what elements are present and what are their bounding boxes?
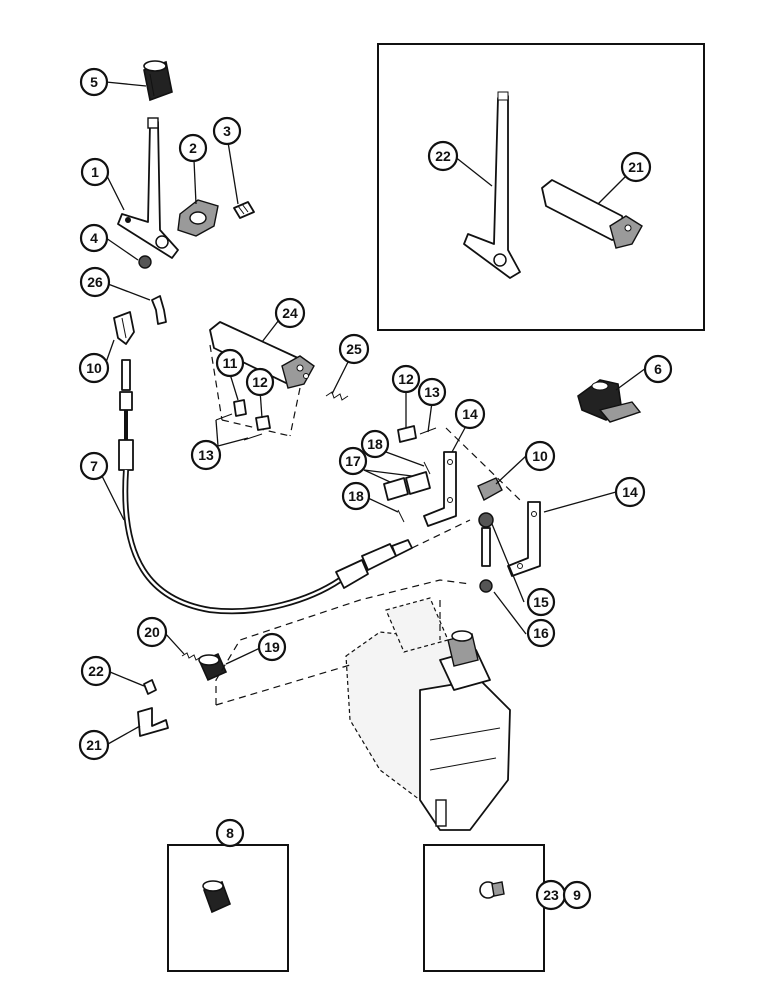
callout-21-lower: 21 <box>78 729 110 761</box>
bolt-part <box>233 201 255 219</box>
knob-part-19 <box>198 652 228 682</box>
callout-10-lower: 10 <box>524 440 556 472</box>
lever-part <box>117 117 179 259</box>
svg-text:10: 10 <box>86 360 102 376</box>
inset-frame-part-8 <box>167 844 289 972</box>
svg-text:9: 9 <box>573 887 581 903</box>
svg-text:12: 12 <box>252 374 268 390</box>
callout-22-inset: 22 <box>427 140 459 172</box>
spring-part-20 <box>181 652 202 661</box>
clip-parts-18 <box>397 461 431 523</box>
svg-text:16: 16 <box>533 625 549 641</box>
leader-lines <box>101 81 647 846</box>
callout-6: 6 <box>643 354 673 384</box>
callout-22-lower: 22 <box>80 655 112 687</box>
callout-3: 3 <box>212 116 242 146</box>
svg-text:14: 14 <box>622 484 638 500</box>
svg-text:1: 1 <box>91 164 99 180</box>
svg-text:26: 26 <box>87 274 103 290</box>
callout-17: 17 <box>338 446 368 476</box>
callout-9: 9 <box>562 880 592 910</box>
callout-23: 23 <box>535 879 567 911</box>
screw-part-22 <box>143 679 157 695</box>
svg-text:20: 20 <box>144 624 160 640</box>
svg-text:13: 13 <box>424 384 440 400</box>
callout-18-upper: 18 <box>360 429 390 459</box>
mount-block-part-6 <box>577 379 642 423</box>
svg-text:4: 4 <box>90 230 98 246</box>
svg-text:23: 23 <box>543 887 559 903</box>
svg-text:5: 5 <box>90 74 98 90</box>
inset-frame-part-23-9 <box>423 844 545 972</box>
callout-13-right: 13 <box>417 377 447 407</box>
svg-text:22: 22 <box>435 148 451 164</box>
inset-arm-part-21 <box>541 179 643 249</box>
rod-end-part-15 <box>478 512 494 567</box>
pin-parts-left <box>215 399 271 441</box>
callout-2: 2 <box>178 133 208 163</box>
svg-text:15: 15 <box>533 594 549 610</box>
callout-16: 16 <box>526 618 556 648</box>
clevis-part-upper <box>113 311 135 345</box>
svg-text:18: 18 <box>367 436 383 452</box>
callout-14-upper: 14 <box>454 398 486 430</box>
svg-text:24: 24 <box>282 305 298 321</box>
svg-text:22: 22 <box>88 663 104 679</box>
callout-12-left: 12 <box>245 367 275 397</box>
svg-text:13: 13 <box>198 447 214 463</box>
callout-14-lower: 14 <box>614 476 646 508</box>
callout-12-right: 12 <box>391 364 421 394</box>
elbow-fitting-part <box>151 295 167 325</box>
svg-text:2: 2 <box>189 140 197 156</box>
svg-text:14: 14 <box>462 406 478 422</box>
inset-plug-part-23-9 <box>479 881 505 899</box>
spring-part-25 <box>325 391 349 401</box>
pin-parts-right <box>397 425 437 443</box>
callout-26: 26 <box>79 266 111 298</box>
callout-11: 11 <box>215 348 245 378</box>
control-valve-assembly <box>345 597 511 831</box>
inset-frame-lever-variant <box>377 43 705 331</box>
svg-text:3: 3 <box>223 123 231 139</box>
svg-text:19: 19 <box>264 639 280 655</box>
svg-text:17: 17 <box>345 453 361 469</box>
svg-text:6: 6 <box>654 361 662 377</box>
callout-15: 15 <box>526 587 556 617</box>
nut-part-16 <box>479 579 493 593</box>
svg-text:25: 25 <box>346 341 362 357</box>
inset-lever-part-22 <box>463 91 521 279</box>
bracket-part-14-left <box>423 451 457 527</box>
svg-text:21: 21 <box>86 737 102 753</box>
callout-8: 8 <box>215 818 245 848</box>
callout-7: 7 <box>79 451 109 481</box>
svg-text:21: 21 <box>628 159 644 175</box>
callout-13-left: 13 <box>190 439 222 471</box>
svg-text:8: 8 <box>226 825 234 841</box>
svg-text:12: 12 <box>398 371 414 387</box>
callout-18-lower: 18 <box>341 481 371 511</box>
callout-19: 19 <box>257 632 287 662</box>
callout-21-inset: 21 <box>620 151 652 183</box>
callout-25: 25 <box>338 333 370 365</box>
sleeve-part <box>143 60 173 102</box>
nut-part-4 <box>138 255 152 269</box>
lever-arm-part-24 <box>209 321 315 437</box>
svg-text:18: 18 <box>348 488 364 504</box>
callout-4: 4 <box>79 223 109 253</box>
callout-20: 20 <box>136 616 168 648</box>
svg-text:10: 10 <box>532 448 548 464</box>
inset-grommet-part-8 <box>202 880 232 914</box>
control-cable-part <box>118 359 413 615</box>
callout-1: 1 <box>80 157 110 187</box>
bracket-part-14-right <box>507 501 541 577</box>
callout-24: 24 <box>274 297 306 329</box>
callout-5: 5 <box>79 67 109 97</box>
clevis-pin-parts-17 <box>383 471 431 501</box>
callout-10-upper: 10 <box>78 352 110 384</box>
svg-text:7: 7 <box>90 458 98 474</box>
pivot-hub-part <box>177 199 219 237</box>
bracket-part-21 <box>137 707 169 737</box>
svg-text:11: 11 <box>223 355 238 371</box>
